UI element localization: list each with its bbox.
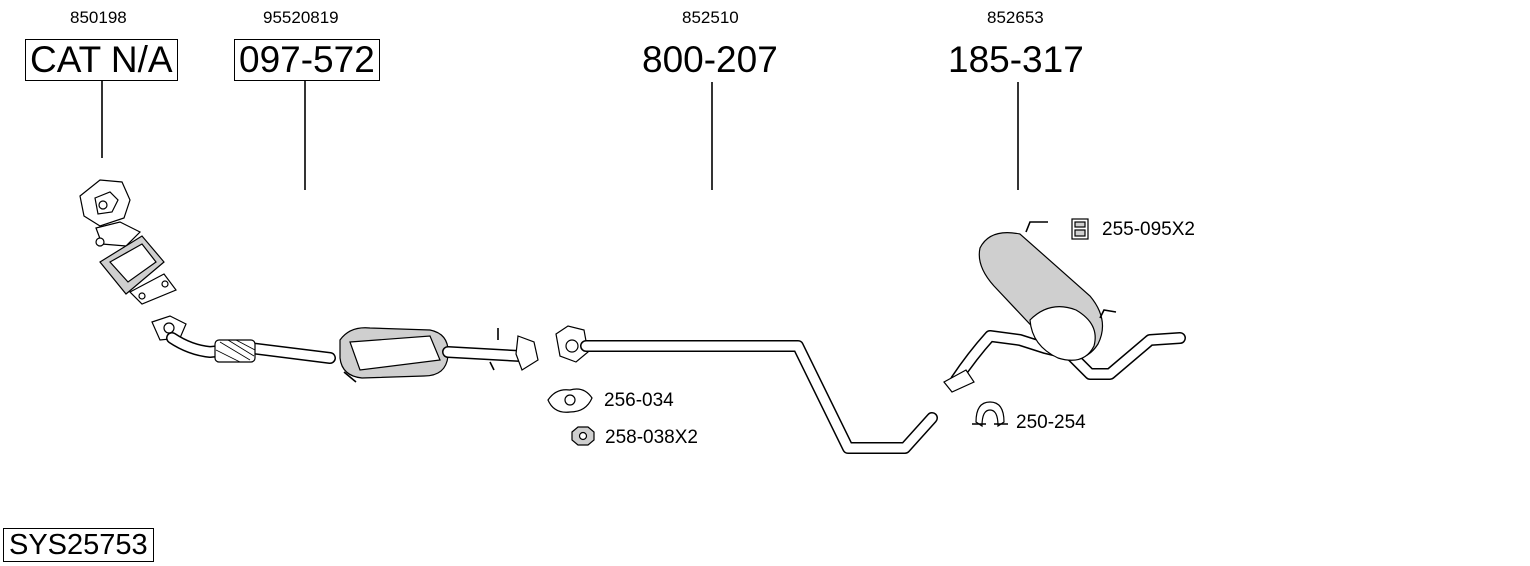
gasket-icon[interactable] [547,388,593,413]
clamp-icon[interactable] [972,401,1008,428]
oe-number-catalyst: 850198 [70,8,127,27]
rubber-mount-icon[interactable] [1071,218,1089,240]
rear-silencer-drawing[interactable] [943,221,1186,393]
oe-number-middle-pipe: 852510 [682,8,739,27]
front-pipe-drawing[interactable] [151,315,539,383]
part-number-middle-pipe[interactable]: 800-207 [642,39,778,80]
accessory-label-nut[interactable]: 258-038X2 [605,427,698,448]
oe-number-front-pipe: 95520819 [263,8,339,27]
catalytic-converter-drawing[interactable] [79,179,177,305]
accessory-label-gasket[interactable]: 256-034 [604,390,674,411]
accessory-label-clamp[interactable]: 250-254 [1016,412,1086,433]
part-number-rear-silencer[interactable]: 185-317 [948,39,1084,80]
part-number-front-pipe[interactable]: 097-572 [234,39,380,81]
nut-icon[interactable] [571,426,595,446]
accessory-label-rubber-mount[interactable]: 255-095X2 [1102,219,1195,240]
part-number-catalyst[interactable]: CAT N/A [25,39,178,81]
oe-number-rear-silencer: 852653 [987,8,1044,27]
system-code: SYS25753 [3,528,154,562]
middle-pipe-drawing[interactable] [555,325,938,454]
